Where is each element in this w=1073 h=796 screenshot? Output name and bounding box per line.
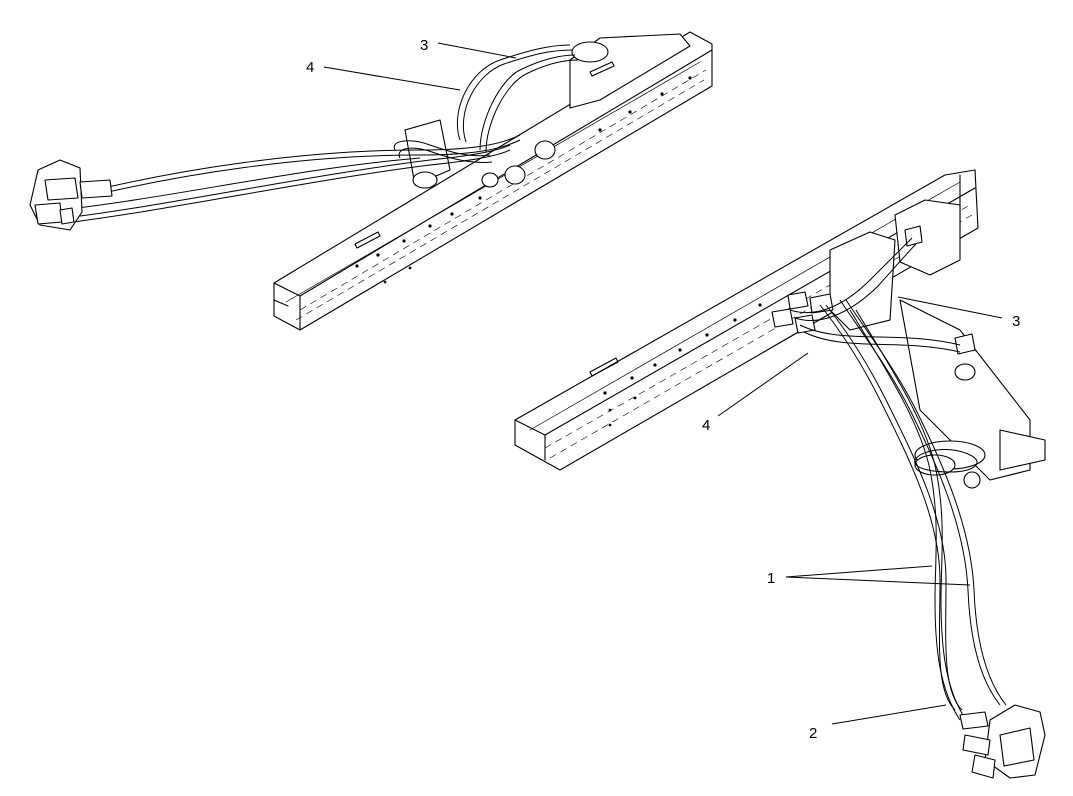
upper-rail-holes: [355, 76, 692, 284]
lower-rail-holes: [603, 303, 762, 427]
svg-text:4: 4: [702, 417, 710, 434]
callout-3-upper: 3: [420, 37, 517, 59]
lower-frame-view: [514, 169, 1046, 779]
svg-text:3: 3: [1012, 313, 1020, 330]
callout-1-lower: 1: [767, 565, 971, 587]
lower-hose-coupler-block: [959, 704, 1046, 779]
lower-rail-fittings: [771, 225, 976, 355]
callout-4-upper: 4: [306, 59, 461, 91]
upper-hoses: [59, 44, 579, 224]
svg-text:4: 4: [306, 59, 314, 76]
upper-frame-view: [29, 31, 713, 331]
lower-mount-bracket: [829, 199, 1046, 489]
upper-mount-bracket: [404, 33, 691, 189]
callout-3-lower: 3: [897, 296, 1020, 330]
svg-text:1: 1: [767, 570, 775, 587]
svg-text:3: 3: [420, 37, 428, 54]
upper-hose-coupler-block: [29, 159, 113, 231]
callout-2-lower: 2: [809, 704, 947, 742]
lower-hoses: [789, 237, 1007, 721]
callout-4-lower: 4: [702, 352, 809, 434]
svg-text:2: 2: [809, 725, 817, 742]
